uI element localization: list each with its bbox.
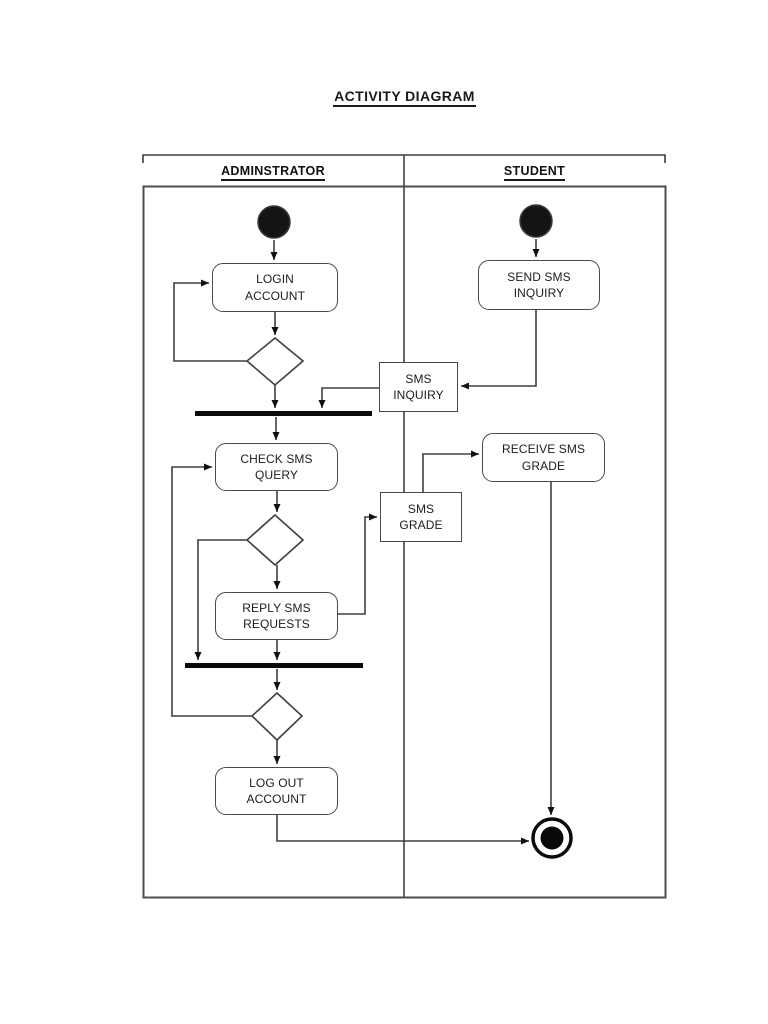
final-node-core <box>540 826 564 850</box>
lane-header-adminstrator: ADMINSTRATOR <box>143 160 403 184</box>
lane-header-adminstrator-label: ADMINSTRATOR <box>221 164 325 181</box>
activity-login-account: LOGIN ACCOUNT <box>212 263 338 312</box>
object-sms-inquiry-label: SMS INQUIRY <box>393 371 444 402</box>
decision-3-diamond <box>250 691 304 742</box>
activity-send-sms-inquiry: SEND SMS INQUIRY <box>478 260 600 310</box>
object-sms-grade-label: SMS GRADE <box>399 501 443 532</box>
activity-receive-sms-grade: RECEIVE SMS GRADE <box>482 433 605 482</box>
activity-log-out-account: LOG OUT ACCOUNT <box>215 767 338 815</box>
activity-check-sms-query: CHECK SMS QUERY <box>215 443 338 491</box>
decision-1-diamond <box>245 336 305 387</box>
fork-bar <box>195 411 372 416</box>
activity-reply-sms-requests-label: REPLY SMS REQUESTS <box>242 600 311 631</box>
object-sms-inquiry: SMS INQUIRY <box>379 362 458 412</box>
activity-receive-sms-grade-label: RECEIVE SMS GRADE <box>501 442 586 473</box>
activity-send-sms-inquiry-label: SEND SMS INQUIRY <box>507 269 571 300</box>
join-bar <box>185 663 363 668</box>
edge-decision3-loop-to-check <box>171 463 252 717</box>
initial-node-student <box>519 204 553 238</box>
initial-node-admin <box>257 205 291 239</box>
activity-reply-sms-requests: REPLY SMS REQUESTS <box>215 592 338 640</box>
page-title-text: ACTIVITY DIAGRAM <box>333 88 476 107</box>
decision-2-diamond <box>245 513 305 567</box>
object-sms-grade: SMS GRADE <box>380 492 462 542</box>
edge-smsinquiry-to-forkbar <box>318 387 379 408</box>
activity-check-sms-query-label: CHECK SMS QUERY <box>240 451 313 482</box>
lane-header-student-label: STUDENT <box>503 164 566 181</box>
edge-send-to-smsinquiry <box>461 310 537 390</box>
edge-decision2-loop-to-joinbar <box>194 539 247 660</box>
edge-logout-to-final <box>276 815 529 845</box>
edge-smsgrade-to-receive <box>422 450 479 492</box>
activity-login-account-label: LOGIN ACCOUNT <box>244 272 306 303</box>
page-title: ACTIVITY DIAGRAM <box>143 88 666 107</box>
activity-log-out-account-label: LOG OUT ACCOUNT <box>246 775 307 806</box>
edge-decision1-loop-to-login <box>173 279 247 362</box>
edge-reply-to-smsgrade <box>338 513 377 615</box>
lane-header-student: STUDENT <box>403 160 666 184</box>
